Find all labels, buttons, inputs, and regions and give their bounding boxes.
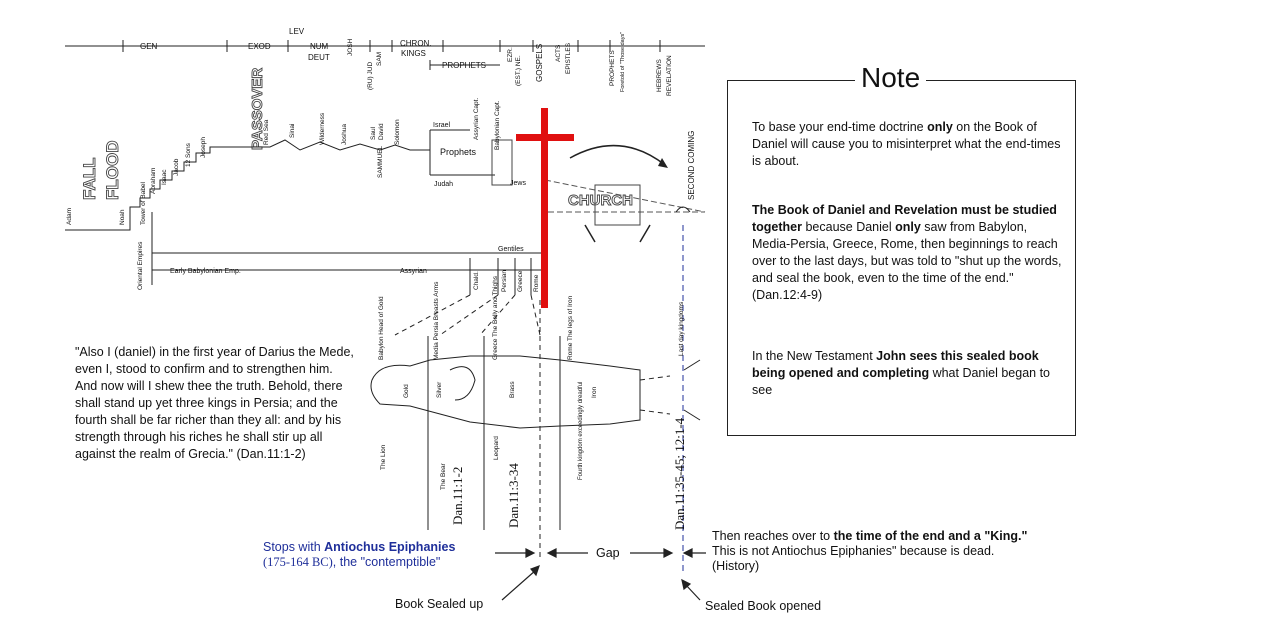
statue-last-day: Last day kingdoms: [678, 301, 685, 356]
label-judah: Judah: [434, 181, 453, 188]
label-12sons: 12 Sons: [185, 142, 192, 167]
label-early-babylonian: Early Babylonian Emp.: [170, 268, 241, 275]
label-epistles: EPISTLES: [565, 42, 572, 74]
label-josh: JOSH: [347, 38, 354, 56]
cross-icon: [541, 108, 548, 308]
metal-iron: Iron: [591, 386, 598, 398]
label-church: CHURCH: [568, 192, 633, 209]
beast-bear: The Bear: [440, 462, 447, 490]
stops-with-label: Stops with Antiochus Epiphanies(175-164 …: [263, 540, 456, 569]
label-israel: Israel: [433, 122, 451, 129]
label-redsea: Red Sea: [263, 119, 270, 145]
label-babylonian-capt: Babylonian Capt.: [494, 100, 501, 150]
label-chron: CHRON.: [400, 39, 432, 48]
label-passover: PASSOVER: [249, 68, 266, 150]
ref-dan-11-35-45: Dan.11:35-45; 12:1-4: [672, 417, 687, 530]
beast-lion: The Lion: [380, 444, 387, 470]
label-joseph: Joseph: [200, 137, 207, 158]
note-paragraph-2: The Book of Daniel and Revelation must b…: [752, 203, 1062, 302]
gap-label: Gap: [596, 546, 620, 560]
note-title: Note: [855, 62, 927, 94]
label-hebrews: HEBREWS: [656, 58, 663, 92]
label-persian: Persian: [501, 270, 508, 292]
label-sinai: Sinai: [289, 124, 296, 138]
label-assyrian-capt: Assyrian Capt.: [473, 98, 480, 140]
label-oriental: Oriental Empires: [137, 241, 144, 290]
statue-media: Media Persia Breasts Arms: [433, 281, 440, 360]
label-prophets-2: PROPHETS: [609, 50, 616, 86]
label-fall: FALL: [80, 158, 99, 201]
label-rome: Rome: [533, 274, 540, 292]
ref-dan-11-3-34: Dan.11:3-34: [506, 463, 521, 528]
statue-babylon: Babylon Head of Gold: [378, 296, 385, 360]
beast-leopard: Leopard: [493, 436, 500, 460]
label-exod: EXOD: [248, 42, 271, 51]
label-joshua: Joshua: [341, 124, 348, 145]
note-paragraph-1: To base your end-time doctrine only on t…: [752, 120, 1061, 168]
metal-silver: Silver: [436, 381, 443, 398]
statue-greece: Greece The Belly and Thighs: [492, 275, 499, 360]
label-flood: FLOOD: [103, 141, 122, 201]
note-paragraph-3: In the New Testament John sees this seal…: [752, 349, 1051, 397]
label-foretold: Foretold of "Those days": [620, 32, 626, 92]
label-jews: Jews: [510, 180, 526, 187]
label-abraham: Abraham: [150, 168, 157, 194]
label-gen: GEN: [140, 42, 158, 51]
book-sealed-up-label: Book Sealed up: [395, 597, 484, 611]
label-adam: Adam: [66, 208, 73, 225]
label-david: David: [378, 123, 385, 140]
label-gentiles: Gentiles: [498, 246, 524, 253]
metal-gold: Gold: [403, 384, 410, 398]
label-jacob: Jacob: [173, 158, 180, 176]
label-solomon: Solomon: [394, 119, 401, 145]
statue-rome: Rome The legs of Iron: [567, 295, 574, 360]
label-wilderness: Wilderness: [319, 112, 326, 145]
label-chald: Chald.: [473, 271, 480, 290]
metal-brass: Brass: [509, 381, 516, 398]
label-revelation: REVELATION: [666, 55, 673, 96]
ref-dan-11-1-2: Dan.11:1-2: [450, 467, 465, 525]
label-greece: Greece: [517, 270, 524, 292]
label-sam: SAM: [376, 52, 383, 66]
label-num: NUM: [310, 42, 329, 51]
label-tower: Tower of Babel: [140, 181, 147, 225]
label-second-coming: SECOND COMING: [687, 131, 696, 200]
label-prophets: PROPHETS: [442, 61, 486, 70]
label-acts: ACTS: [555, 44, 562, 62]
label-est: (EST.) NE.: [515, 55, 522, 86]
label-isaac: Isaac: [161, 169, 168, 185]
beast-fourth: Fourth kingdom exceedingly dreadful: [578, 382, 584, 480]
label-lev: LEV: [289, 27, 305, 36]
daniel-quote: "Also I (daniel) in the first year of Da…: [75, 345, 354, 461]
label-saul: Saul: [370, 126, 377, 140]
label-kings: KINGS: [401, 49, 426, 58]
label-ezr: EZR.: [507, 47, 514, 62]
label-deut: DEUT: [308, 53, 330, 62]
label-assyrian: Assyrian: [400, 268, 427, 275]
label-prophets-small: Prophets: [440, 147, 477, 157]
label-jud: (RU) JUD: [367, 62, 374, 90]
label-gospels: GOSPELS: [535, 44, 544, 82]
label-sammuel: SAMMUEL: [377, 145, 384, 178]
sealed-book-opened-label: Sealed Book opened: [705, 599, 822, 613]
then-reaches-label: Then reaches over to the time of the end…: [712, 529, 1028, 573]
label-noah: Noah: [119, 209, 126, 225]
